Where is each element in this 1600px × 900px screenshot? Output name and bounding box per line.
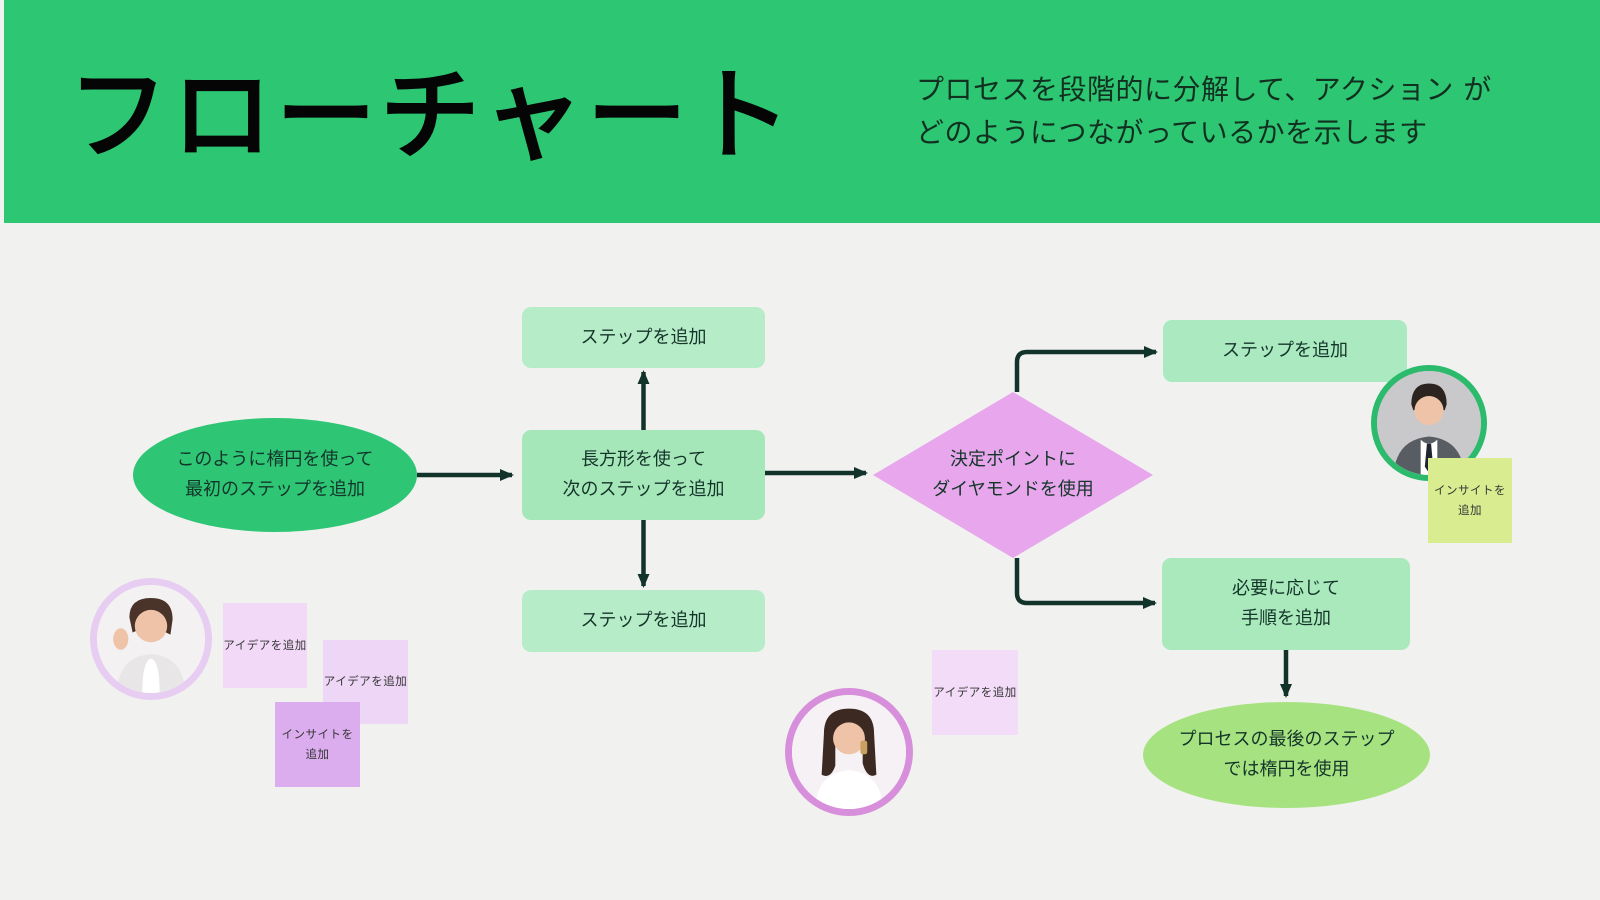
header-banner: フローチャート プロセスを段階的に分解して、アクション がどのようにつながってい…: [0, 0, 1600, 223]
start-label-line2: 最初のステップを追加: [185, 479, 365, 500]
step-branch-label: ステップを追加: [1222, 340, 1348, 362]
sticky-insight-left-line2: 追加: [305, 746, 330, 761]
header-left-edge: [0, 0, 4, 223]
sticky-idea-2-label: アイデアを追加: [323, 674, 408, 689]
end-ellipse-node[interactable]: プロセスの最後のステップ では楕円を使用: [1143, 702, 1430, 808]
decision-diamond-node[interactable]: 決定ポイントに ダイヤモンドを使用: [873, 392, 1153, 558]
start-label-line1: このように楕円を使って: [176, 449, 374, 471]
page-subtitle: プロセスを段階的に分解して、アクション がどのようにつながっているかを示します: [916, 68, 1516, 155]
sticky-note-idea-3[interactable]: アイデアを追加: [932, 650, 1018, 735]
step-branch-rect-node[interactable]: ステップを追加: [1163, 320, 1407, 382]
sticky-insight-right-line2: 追加: [1458, 502, 1482, 517]
end-label-line2: では楕円を使用: [1223, 759, 1350, 780]
woman-phone-avatar[interactable]: [785, 688, 913, 816]
sticky-insight-left-line1: インサイトを: [281, 726, 354, 741]
step-optional-label-line2: 手順を追加: [1241, 608, 1331, 629]
subtitle-line-2: がどのようにつながっているかを示します: [916, 73, 1492, 150]
step-main-label-line2: 次のステップを追加: [562, 479, 725, 500]
step-main-rect-node[interactable]: 長方形を使って 次のステップを追加: [522, 430, 765, 520]
arrow-decision-to-optional: [1014, 558, 1157, 609]
woman-waving-avatar[interactable]: [90, 578, 212, 700]
end-label-line1: プロセスの最後のステップ: [1178, 729, 1395, 751]
step-main-label-line1: 長方形を使って: [580, 449, 707, 471]
step-top-rect-node[interactable]: ステップを追加: [522, 307, 765, 368]
step-optional-label-line1: 必要に応じて: [1232, 578, 1340, 600]
subtitle-line-1: プロセスを段階的に分解して、アクション: [916, 73, 1454, 106]
sticky-note-idea-1[interactable]: アイデアを追加: [223, 603, 307, 688]
step-bottom-label: ステップを追加: [580, 610, 707, 632]
sticky-note-insight-left[interactable]: インサイトを 追加: [275, 702, 360, 787]
sticky-insight-right-line1: インサイトを: [1434, 482, 1506, 497]
arrow-decision-to-branch: [1014, 346, 1158, 392]
step-optional-rect-node[interactable]: 必要に応じて 手順を追加: [1162, 558, 1410, 650]
woman-waving-illustration: [97, 585, 205, 693]
sticky-idea-1-label: アイデアを追加: [223, 637, 307, 652]
decision-label-line1: 決定ポイントに: [950, 449, 1076, 471]
woman-phone-illustration: [792, 695, 906, 809]
decision-label-line2: ダイヤモンドを使用: [932, 479, 1094, 500]
step-bottom-rect-node[interactable]: ステップを追加: [522, 590, 765, 652]
step-top-label: ステップを追加: [580, 326, 707, 348]
page-title: フローチャート: [68, 56, 795, 174]
sticky-idea-3-label: アイデアを追加: [933, 684, 1017, 699]
start-ellipse-node[interactable]: このように楕円を使って 最初のステップを追加: [133, 418, 417, 532]
sticky-note-insight-right[interactable]: インサイトを 追加: [1428, 458, 1512, 543]
